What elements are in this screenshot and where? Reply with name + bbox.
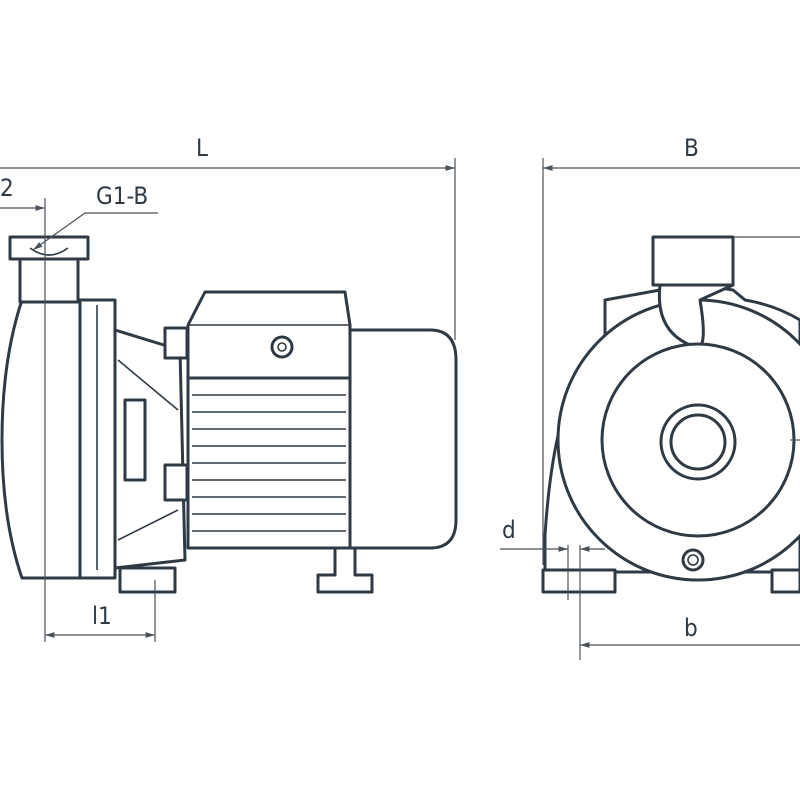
dim-thread: G1-B (96, 182, 148, 210)
dim-b: b (684, 614, 698, 642)
dim-l1: l1 (92, 602, 112, 630)
dim-d: d (502, 516, 516, 544)
hub-inner (669, 413, 727, 471)
motor-foot (316, 546, 374, 594)
pump-foot (118, 566, 177, 594)
drain-plug (681, 548, 705, 572)
adapter (113, 328, 187, 570)
front-view: B d b (500, 134, 800, 660)
volute-casing (0, 298, 82, 580)
dim-l2: 2 (0, 174, 14, 202)
terminal-box (186, 290, 352, 380)
front-foot-left (541, 568, 617, 594)
outlet-flange (8, 235, 90, 261)
outlet-neck (18, 255, 80, 304)
dim-B: B (684, 134, 699, 162)
front-foot-right (770, 568, 800, 594)
screw-icon (270, 335, 294, 359)
dim-L: L (196, 134, 208, 162)
motor-rear (343, 328, 458, 550)
side-view: L 2 G1-B l1 (0, 134, 458, 642)
front-outlet-flange (651, 235, 735, 287)
cooling-fins (192, 394, 346, 532)
